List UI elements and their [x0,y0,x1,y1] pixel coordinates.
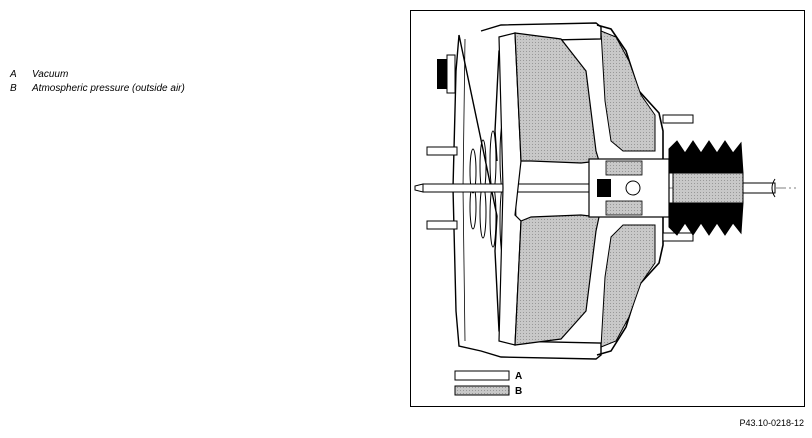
front-mounting-flange [446,54,456,94]
front-bolt-lower [426,220,458,230]
input-rod-housing [672,172,744,204]
legend-list: A Vacuum B Atmospheric pressure (outside… [10,68,185,96]
input-rod [742,182,776,194]
front-mounting-stud [437,59,447,89]
front-bolt-upper [426,146,458,156]
valve-piston-lower [605,200,643,216]
rear-chamber-atmospheric [600,30,656,348]
swatch-b [454,385,510,396]
swatch-label-b: B [515,386,522,397]
legend-item-a: A Vacuum [10,68,185,82]
bellows-boot-lower [668,202,744,236]
legend-item-b: B Atmospheric pressure (outside air) [10,82,185,96]
valve-ball [625,180,641,196]
legend-key-b: B [10,83,17,94]
legend-text-a: Vacuum [32,69,69,80]
reaction-disc [597,179,611,197]
push-rod-tip [414,183,424,193]
bellows-boot-upper [668,140,744,174]
valve-piston-upper [605,160,643,176]
legend-key-a: A [10,69,17,80]
figure-id: P43.10-0218-12 [739,418,804,428]
rear-bolt-upper [662,114,694,124]
swatch-label-a: A [515,371,522,382]
brake-booster-figure: A B [410,10,805,407]
swatch-a [454,370,510,381]
legend-text-b: Atmospheric pressure (outside air) [32,83,185,94]
brake-booster-cross-section: A B [414,22,796,397]
input-rod-break [771,178,776,198]
